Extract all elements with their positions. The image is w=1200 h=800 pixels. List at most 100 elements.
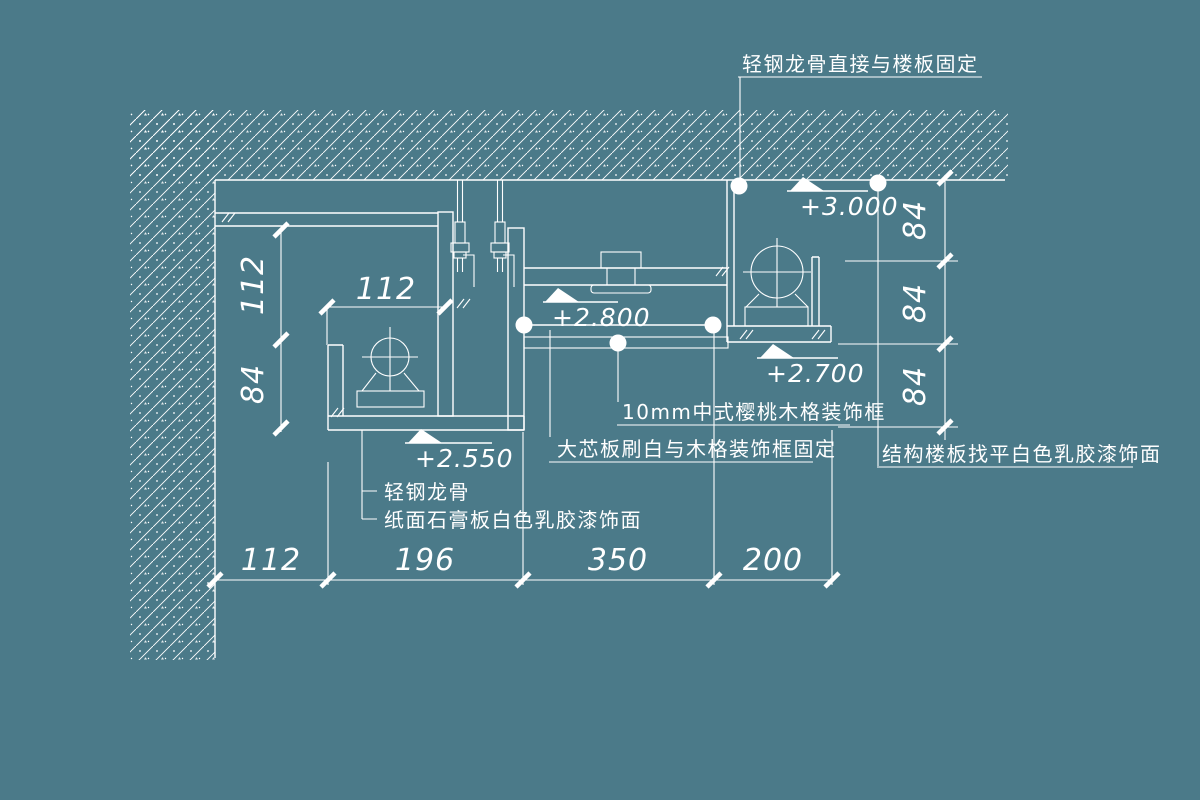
node-dot <box>704 316 722 334</box>
dim-value: 112 <box>241 543 301 578</box>
lamp-cone <box>745 293 809 308</box>
right-ceiling-assembly <box>726 177 832 343</box>
label-blockboard: 大芯板刷白与木格装饰框固定 <box>549 330 837 463</box>
lamp-base <box>356 390 425 408</box>
rod-nut <box>450 242 470 253</box>
elevation-value: +2.550 <box>415 444 514 473</box>
channel-bottom-board <box>327 415 525 431</box>
label-lattice-frame: 10mm中式樱桃木格装饰框 <box>617 348 886 426</box>
leader-bracket <box>361 430 377 520</box>
elevation-2800: +2.800 <box>543 288 651 332</box>
dim-extension-lines <box>838 260 958 428</box>
keel-left-wall <box>726 180 735 342</box>
hanger-rod-1 <box>450 180 475 287</box>
break-mark <box>456 298 471 309</box>
dim-tick <box>272 419 290 437</box>
elevation-triangle <box>760 344 794 358</box>
label-text: 纸面石膏板白色乳胶漆饰面 <box>384 508 642 532</box>
elevation-2700: +2.700 <box>757 344 865 388</box>
dimension-top-112: 112 <box>318 272 454 345</box>
lamp-crosshair <box>743 238 811 307</box>
dim-tick <box>936 252 954 270</box>
middle-board <box>524 267 727 286</box>
dim-tick <box>206 571 224 589</box>
node-dot <box>609 334 627 352</box>
node-dot <box>869 174 887 192</box>
label-text: 大芯板刷白与木格装饰框固定 <box>557 437 837 461</box>
lamp-base <box>744 306 809 327</box>
rod-upper <box>456 180 464 222</box>
label-text: 10mm中式樱桃木格装饰框 <box>622 400 886 424</box>
break-mark <box>330 407 345 418</box>
dimension-chain-right: 84 84 84 <box>838 169 958 440</box>
channel-left-wall <box>327 344 344 416</box>
break-mark <box>811 329 826 340</box>
fixture-stem <box>606 268 636 285</box>
dim-tick <box>272 221 290 239</box>
hanger-rod-2 <box>490 180 515 287</box>
dim-tick <box>705 571 723 589</box>
dimension-chain-left: 112 84 <box>236 221 290 437</box>
node-dot <box>730 177 748 195</box>
middle-ceiling-assembly <box>515 251 729 352</box>
elevation-markers: +3.000 +2.800 +2.700 +2.550 <box>405 177 899 473</box>
leader-line <box>549 330 813 463</box>
fixture-box <box>600 251 642 269</box>
elevation-triangle <box>790 177 824 191</box>
dim-value: 84 <box>898 366 933 406</box>
slab-hatch <box>130 110 1008 180</box>
dim-value: 84 <box>898 200 933 240</box>
label-text: 轻钢龙骨直接与楼板固定 <box>742 52 979 76</box>
lamp-cone <box>361 372 420 392</box>
channel-right-wall <box>811 256 820 326</box>
break-mark <box>221 212 236 223</box>
elevation-triangle <box>408 429 442 443</box>
fixture-trim <box>590 284 652 294</box>
label-keel-gypsum: 轻钢龙骨 纸面石膏板白色乳胶漆饰面 <box>361 430 642 532</box>
dim-value: 200 <box>743 543 803 578</box>
node-dot <box>515 316 533 334</box>
label-fix-to-slab: 轻钢龙骨直接与楼板固定 <box>738 52 982 180</box>
rod-hook <box>496 254 515 287</box>
wall-hatch <box>130 110 215 660</box>
dim-tick <box>936 335 954 353</box>
rod-hook <box>456 254 475 287</box>
label-structural-slab: 结构楼板找平白色乳胶漆饰面 <box>869 174 1162 468</box>
break-mark <box>715 266 730 277</box>
downlight-symbol-left <box>356 327 425 408</box>
leader-line <box>617 348 850 426</box>
dim-tick <box>319 571 337 589</box>
dim-value: 112 <box>236 255 271 315</box>
elevation-value: +3.000 <box>800 192 899 221</box>
elevation-value: +2.700 <box>766 359 865 388</box>
dim-tick <box>318 298 336 316</box>
rod-nut <box>490 242 510 253</box>
rod-upper <box>496 180 504 222</box>
hanger-rods <box>450 180 515 287</box>
leader-line <box>738 76 982 180</box>
downlight-symbol-right <box>743 238 811 327</box>
leader-line <box>877 190 1133 468</box>
break-marks <box>221 212 826 418</box>
dim-value: 196 <box>395 543 455 578</box>
rod-thread <box>454 221 466 244</box>
break-mark <box>739 329 754 340</box>
dimension-chain-bottom: 112 196 350 200 <box>206 333 841 589</box>
dim-value: 84 <box>898 283 933 323</box>
annotations: 轻钢龙骨直接与楼板固定 结构楼板找平白色乳胶漆饰面 10mm中式樱桃木格装饰框 … <box>361 52 1162 532</box>
dim-tick <box>436 298 454 316</box>
recessed-fixture-symbol <box>590 251 652 294</box>
label-text: 轻钢龙骨 <box>384 480 470 504</box>
dim-line <box>326 306 445 345</box>
concrete-structure <box>130 110 1008 660</box>
dim-tick <box>823 571 841 589</box>
elevation-2550: +2.550 <box>405 429 514 473</box>
elevation-3000: +3.000 <box>787 177 899 221</box>
rod-thread <box>494 221 506 244</box>
label-text: 结构楼板找平白色乳胶漆饰面 <box>882 442 1162 466</box>
dim-value: 112 <box>356 272 416 307</box>
dim-tick <box>514 571 532 589</box>
dim-value: 350 <box>588 543 648 578</box>
elevation-value: +2.800 <box>552 303 651 332</box>
